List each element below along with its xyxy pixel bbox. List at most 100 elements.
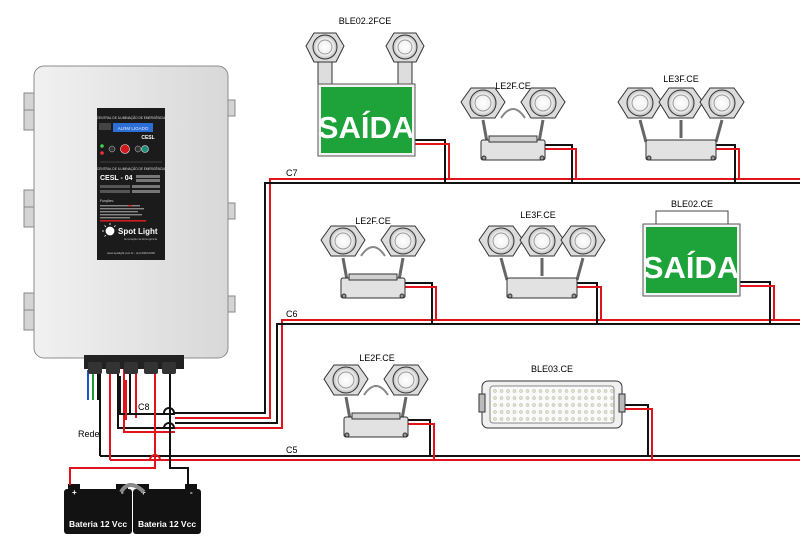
- led-dot: [603, 403, 608, 407]
- led-dot: [506, 417, 510, 421]
- led-dot: [584, 417, 588, 421]
- led-dot: [597, 417, 601, 421]
- device-le2f-2: LE2F.CE: [319, 216, 427, 300]
- led-dot: [538, 417, 543, 421]
- circuit-label-c8: C8: [138, 402, 150, 412]
- led-dot: [610, 389, 614, 393]
- led-dot: [597, 410, 601, 414]
- led-dot: [584, 410, 588, 414]
- led-dot: [506, 410, 510, 414]
- led-dot: [519, 396, 523, 400]
- led-dot: [512, 417, 517, 421]
- led-dot: [506, 389, 510, 393]
- led-dot: [532, 396, 536, 400]
- led-dot: [499, 396, 504, 400]
- led-dot: [512, 389, 517, 393]
- led-dot: [551, 417, 556, 421]
- led-dot: [564, 410, 569, 414]
- central-header: CENTRAL DE ILUMINAÇÃO DE EMERGÊNCIA: [97, 115, 166, 120]
- led-dot: [597, 396, 601, 400]
- led-dot: [584, 403, 588, 407]
- led-dot: [538, 410, 543, 414]
- led-dot: [525, 417, 530, 421]
- section-title: CENTRAL DE ILUMINAÇÃO DE EMERGÊNCIA: [97, 166, 166, 171]
- brand-name: Spot Light: [118, 227, 158, 236]
- led-dot: [590, 410, 595, 414]
- spot-light-logo-icon: [102, 223, 116, 237]
- led-dot: [610, 410, 614, 414]
- led-dot: [551, 403, 556, 407]
- rede-label: Rede: [78, 429, 100, 439]
- features-title: Funções:: [100, 199, 114, 203]
- device-label: LE2F.CE: [495, 81, 531, 91]
- led-dot: [603, 389, 608, 393]
- led-dot: [545, 417, 549, 421]
- model-label: CESL - 04: [100, 175, 133, 182]
- circuit-label-c5: C5: [286, 445, 298, 455]
- features-list: [100, 205, 146, 222]
- led-dot: [564, 403, 569, 407]
- led-dot: [532, 389, 536, 393]
- led-dot: [493, 417, 497, 421]
- led-dot: [499, 403, 504, 407]
- device-le3f-2: LE3F.CE: [477, 210, 607, 300]
- brand-tagline: Iluminação de Emergência: [124, 237, 158, 241]
- circuit-label-c7: C7: [286, 168, 298, 178]
- led-dot: [610, 417, 614, 421]
- led-dot: [493, 396, 497, 400]
- led-dot: [571, 396, 575, 400]
- led-dot: [564, 417, 569, 421]
- device-ble02: BLE02.CE SAÍDA: [642, 199, 741, 297]
- button-left[interactable]: [108, 145, 116, 153]
- led-dot: [519, 403, 523, 407]
- led-dot: [551, 389, 556, 393]
- led-dot: [525, 410, 530, 414]
- led-dot: [519, 417, 523, 421]
- led-dot: [525, 389, 530, 393]
- led-red: [100, 151, 104, 155]
- button-right[interactable]: [134, 145, 142, 153]
- led-dot: [499, 417, 504, 421]
- device-label: BLE03.CE: [531, 364, 573, 374]
- device-le3f-1: LE3F.CE: [616, 74, 746, 162]
- button-test-red[interactable]: [120, 144, 130, 154]
- led-dot: [532, 410, 536, 414]
- led-dot: [545, 396, 549, 400]
- led-dot: [493, 410, 497, 414]
- led-dot: [512, 396, 517, 400]
- led-dot: [538, 396, 543, 400]
- led-dot: [493, 389, 497, 393]
- device-label: LE2F.CE: [359, 353, 395, 363]
- exit-sign-text: SAÍDA: [643, 250, 739, 285]
- led-dot: [499, 410, 504, 414]
- led-dot: [571, 410, 575, 414]
- led-dot: [519, 389, 523, 393]
- led-dot: [603, 417, 608, 421]
- led-dot: [545, 403, 549, 407]
- led-dot: [577, 396, 582, 400]
- led-dot: [577, 403, 582, 407]
- button-green[interactable]: [141, 145, 149, 153]
- central-panel: CENTRAL DE ILUMINAÇÃO DE EMERGÊNCIA ALRM…: [23, 65, 236, 374]
- led-dot: [551, 410, 556, 414]
- led-dot: [610, 403, 614, 407]
- battery-link: [119, 483, 146, 494]
- led-dot: [558, 389, 562, 393]
- led-dot: [558, 396, 562, 400]
- wire-crossovers: [149, 407, 175, 461]
- brand-short: CESL: [141, 135, 154, 141]
- led-dot: [545, 389, 549, 393]
- led-dot: [571, 417, 575, 421]
- led-dot: [603, 396, 608, 400]
- led-dot: [590, 396, 595, 400]
- led-dot: [590, 389, 595, 393]
- led-dot: [564, 389, 569, 393]
- led-green: [100, 144, 104, 148]
- led-dot: [610, 396, 614, 400]
- battery-plus: +: [72, 488, 77, 497]
- led-dot: [603, 410, 608, 414]
- led-dot: [584, 389, 588, 393]
- device-ble02-2fce: BLE02.2FCE SAÍDA: [305, 16, 425, 157]
- led-dot: [506, 403, 510, 407]
